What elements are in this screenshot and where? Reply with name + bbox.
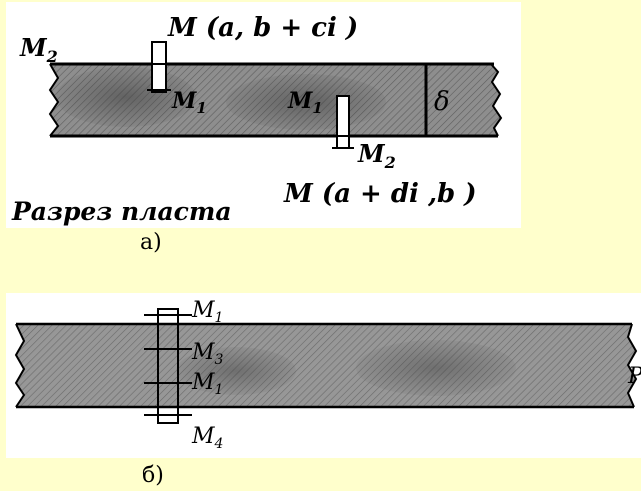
label-m1-top: M1 <box>191 298 223 326</box>
well-bottom <box>336 95 350 149</box>
caption-a: а) <box>140 230 162 255</box>
label-m3: M3 <box>191 340 224 368</box>
dark-patch <box>176 347 296 395</box>
reservoir-layer-b <box>16 324 636 407</box>
label-p: P <box>627 364 641 389</box>
vertical-well <box>157 308 179 424</box>
panel-b-drawing: M1 M3 M1 M4 P <box>14 298 641 452</box>
label-m1-left: M1 <box>171 88 207 117</box>
label-m1-mid: M1 <box>191 370 223 398</box>
label-m1-right: M1 <box>287 88 323 117</box>
point-top-label: M (a, b + ci ) <box>167 13 358 43</box>
diagram-panel-b: M1 M3 M1 M4 P <box>6 293 641 458</box>
diagram-panel-a: M (a, b + ci ) M2 M1 M1 M2 δ M (a + di ,… <box>6 2 521 228</box>
left-break-edge-b <box>14 323 26 408</box>
point-bottom-label: M (a + di ,b ) <box>283 179 477 209</box>
section-label: Разрез пласта <box>11 197 232 226</box>
well-top <box>151 41 167 93</box>
right-break-edge <box>490 63 503 137</box>
left-break-edge <box>48 63 60 137</box>
label-m2-left: M2 <box>19 33 58 66</box>
thickness-symbol: δ <box>434 87 450 117</box>
label-m2-bottom: M2 <box>357 139 396 172</box>
dark-patch <box>356 340 516 396</box>
caption-b: б) <box>142 463 164 488</box>
label-m4: M4 <box>191 424 223 452</box>
right-break-edge-b <box>626 323 638 408</box>
panel-a-drawing: M (a, b + ci ) M2 M1 M1 M2 δ M (a + di ,… <box>11 13 503 226</box>
